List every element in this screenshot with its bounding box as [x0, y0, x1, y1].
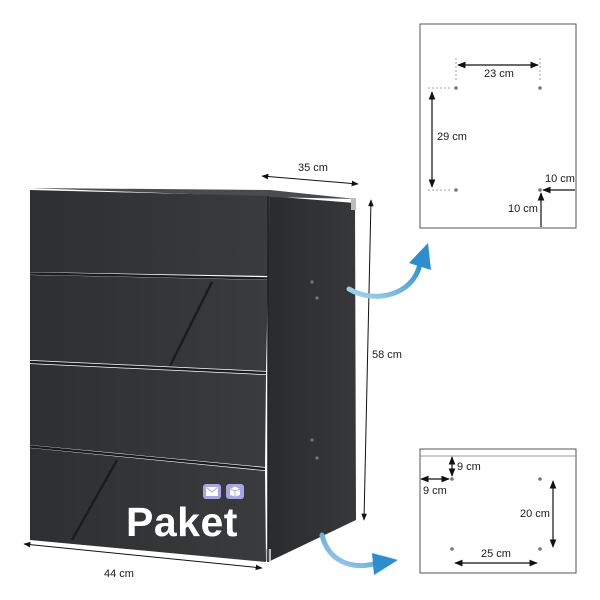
mounting-hole	[454, 86, 458, 90]
arrow-to-bottom-mounting	[319, 532, 381, 569]
panel-seam	[29, 360, 267, 375]
front-panel-4	[30, 448, 266, 562]
dimension-line-depth	[261, 173, 359, 187]
mounting-bottom-left-offset-label: 9 cm	[423, 485, 447, 497]
mounting-bottom-vertical-label: 20 cm	[520, 508, 550, 520]
arrow-to-top-mounting	[346, 261, 423, 299]
panel-seam	[29, 445, 266, 471]
dimension-line-width	[23, 541, 263, 571]
mounting-top-vertical-label: 29 cm	[437, 131, 467, 143]
mailbox-top-edge	[30, 188, 356, 199]
dimension-label-depth: 35 cm	[298, 162, 328, 174]
panel-diagonal-cut	[70, 459, 119, 541]
mounting-hole	[538, 477, 542, 481]
mounting-hole	[538, 86, 542, 90]
dimension-label-height: 58 cm	[372, 349, 402, 361]
envelope-icon	[203, 484, 221, 499]
screw-hole	[310, 438, 314, 442]
mounting-hole	[450, 477, 454, 481]
arrow-head	[409, 243, 431, 270]
mounting-top-edge-bottom-label: 10 cm	[508, 203, 538, 215]
arrow-head	[372, 553, 398, 575]
mounting-hole	[454, 188, 458, 192]
hinge-detail	[351, 198, 356, 210]
dimension-label-width: 44 cm	[104, 568, 134, 580]
mounting-bottom-horizontal-label: 25 cm	[481, 548, 511, 560]
panel-diagonal-cut	[168, 281, 214, 367]
mounting-bottom-top-offset-label: 9 cm	[457, 461, 481, 473]
mailbox-side-panel	[268, 196, 356, 562]
screw-hole	[315, 296, 319, 300]
screw-hole	[315, 456, 319, 460]
mounting-hole	[538, 547, 542, 551]
panel-seam	[29, 272, 269, 280]
mailbox-front-label: Paket	[126, 499, 238, 545]
screw-hole	[310, 280, 314, 284]
mounting-hole	[450, 547, 454, 551]
mounting-diagram-top	[419, 23, 577, 229]
mounting-top-horizontal-label: 23 cm	[484, 68, 514, 80]
front-panel-2	[30, 275, 268, 371]
package-icon	[226, 484, 244, 499]
front-panel-3	[30, 364, 266, 467]
mounting-top-edge-right-label: 10 cm	[545, 173, 575, 185]
front-panel-1	[30, 190, 270, 276]
dimension-line-height	[361, 199, 374, 521]
mounting-hole	[538, 188, 542, 192]
